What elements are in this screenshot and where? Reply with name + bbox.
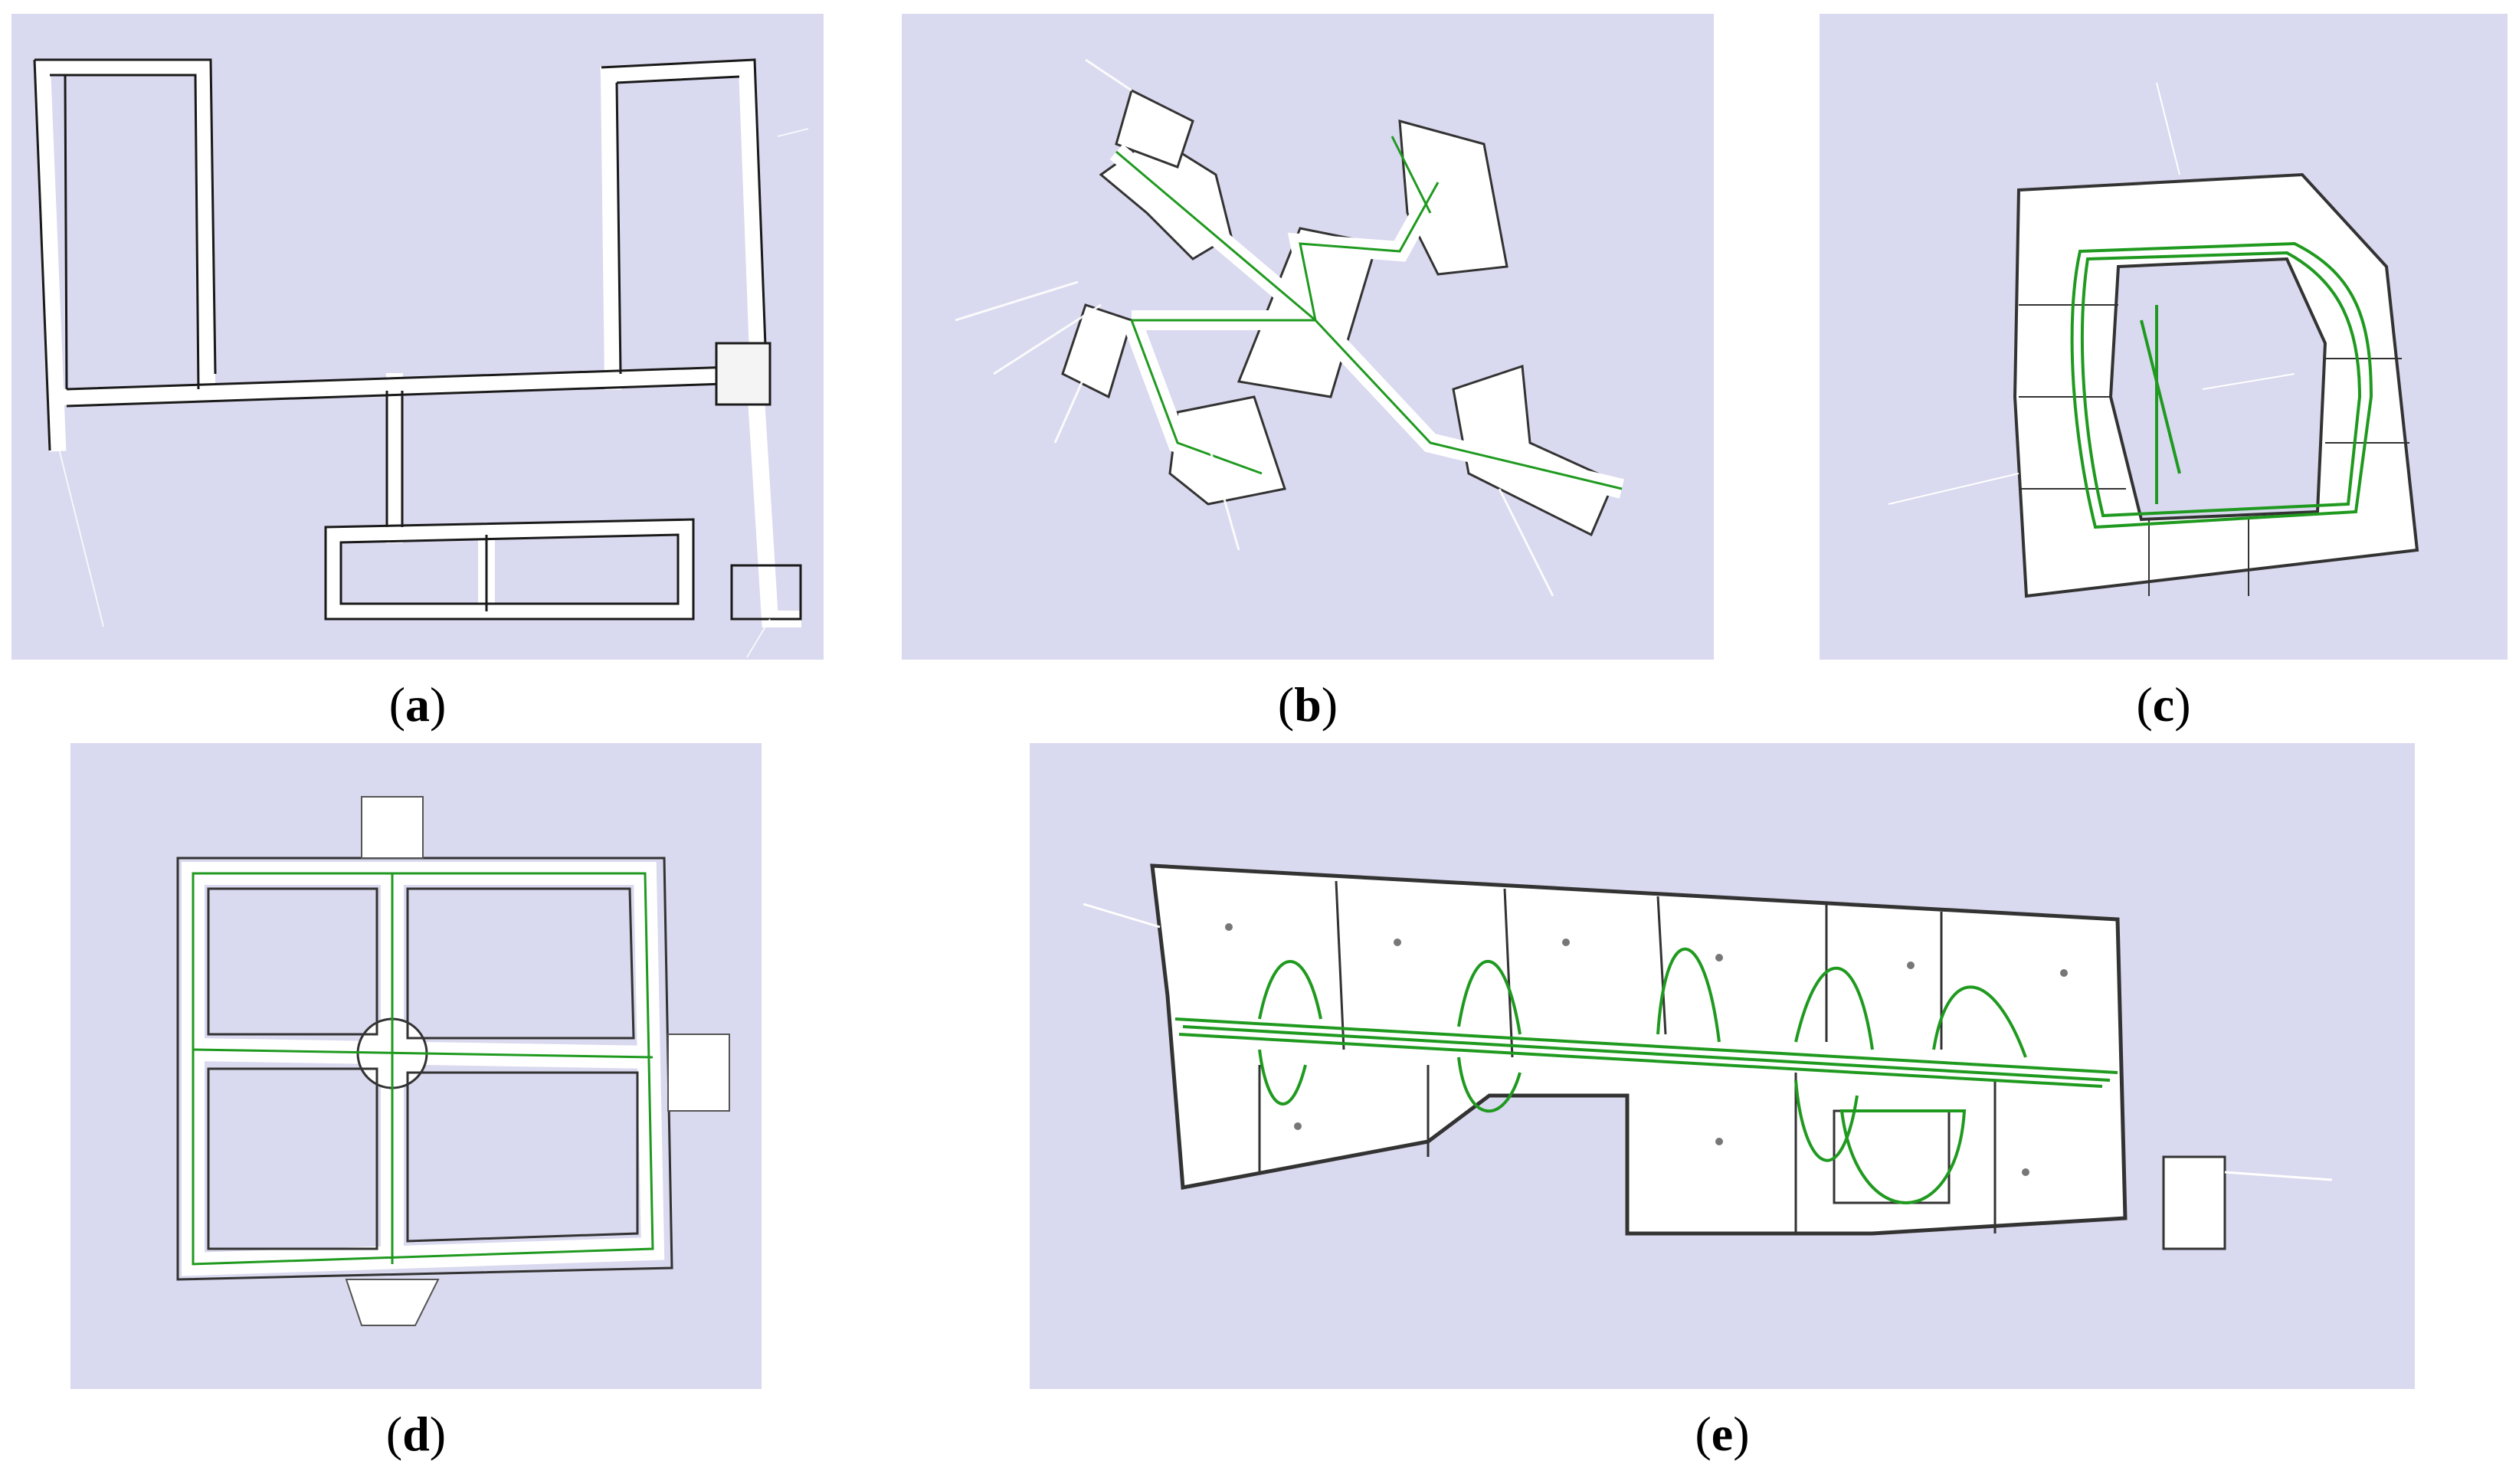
occupancy-map-a xyxy=(33,58,809,658)
occupancy-map-b xyxy=(955,58,1625,597)
caption-e: (e) xyxy=(1695,1407,1750,1461)
caption-c-label: c xyxy=(2152,677,2175,732)
caption-d-label: d xyxy=(402,1407,430,1461)
occupancy-map-e xyxy=(1083,863,2333,1250)
caption-e-label: e xyxy=(1711,1407,1734,1461)
caption-a-label: a xyxy=(405,677,430,732)
caption-d: (d) xyxy=(385,1407,447,1461)
map-panel-d xyxy=(70,743,762,1389)
caption-a: (a) xyxy=(388,677,447,732)
caption-b: (b) xyxy=(1277,677,1338,732)
occupancy-map-c xyxy=(1888,82,2419,598)
caption-c: (c) xyxy=(2136,677,2191,732)
map-panel-b xyxy=(902,14,1714,660)
occupancy-map-d xyxy=(176,796,730,1326)
map-panel-e xyxy=(1030,743,2415,1389)
map-panel-a xyxy=(11,14,824,660)
caption-b-label: b xyxy=(1294,677,1322,732)
map-panel-c xyxy=(1820,14,2508,660)
